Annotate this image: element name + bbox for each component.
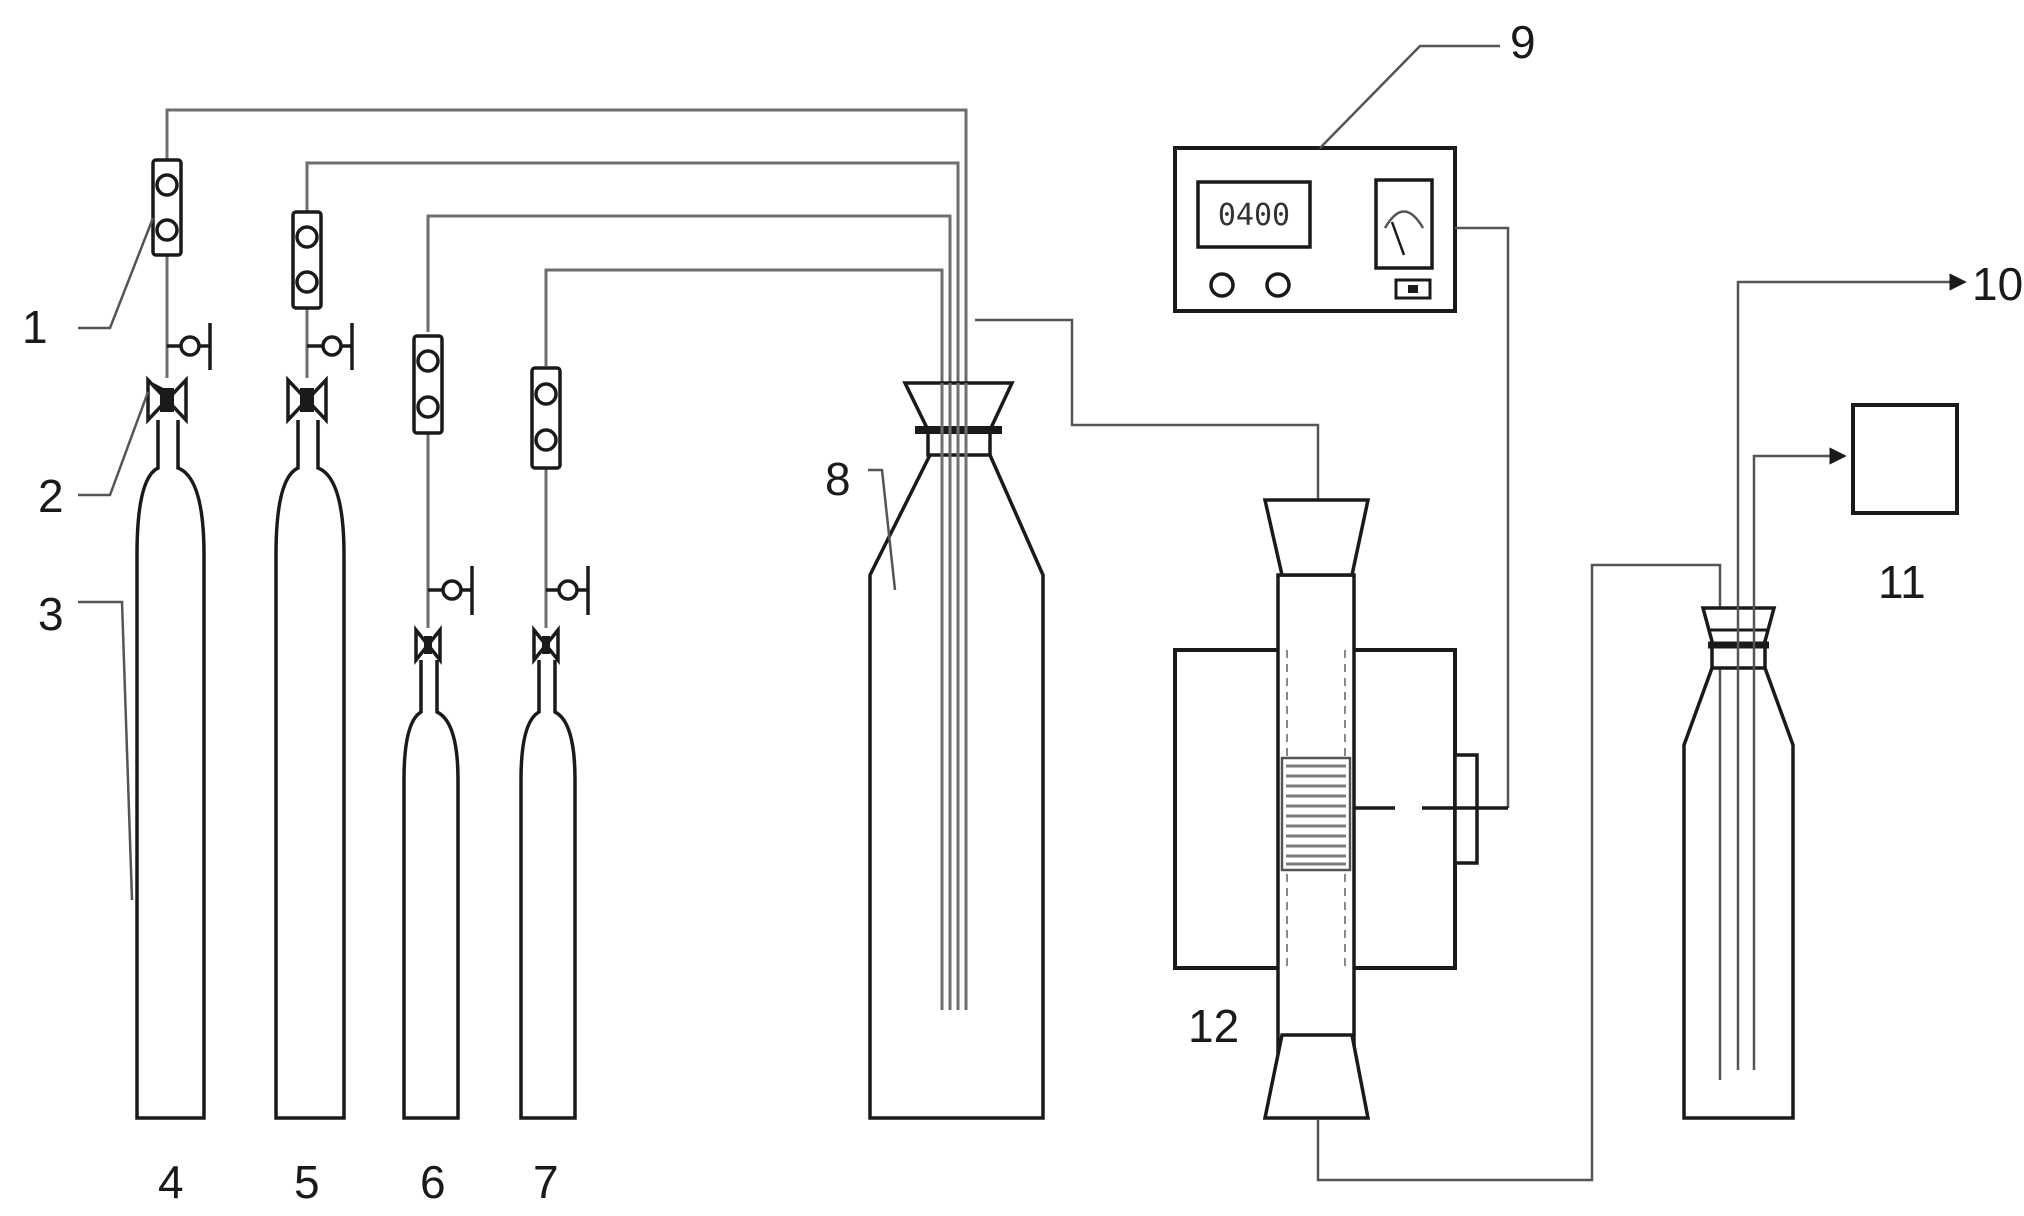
label-6: 6 (420, 1156, 446, 1208)
gas-cylinder-4 (135, 420, 206, 1120)
analyzer-box (1851, 403, 1959, 515)
label-11: 11 (1878, 556, 1926, 608)
cylinder-valve-6 (414, 625, 442, 665)
cylinder-valve-4 (146, 375, 188, 425)
label-2: 2 (38, 470, 64, 522)
bottle-outlet-line (975, 318, 1320, 530)
gas-line-cylinder-7 (544, 268, 944, 1010)
power-controller: 0400 (1173, 146, 1457, 313)
vent-line (1736, 273, 1967, 1070)
label-3: 3 (38, 588, 64, 640)
control-knob-left (1209, 272, 1235, 298)
label-10: 10 (1972, 258, 2023, 310)
label-8: 8 (825, 453, 851, 505)
analyzer-line (1752, 447, 1847, 1070)
reactor-top-cone (1262, 498, 1371, 577)
gas-lines (165, 108, 968, 1010)
callout-labels: 1 2 3 4 5 6 7 8 9 10 11 12 (22, 16, 2023, 1208)
flow-meter-cylinder-7 (530, 366, 562, 470)
needle-valve-cylinder-5 (307, 323, 354, 370)
control-knob-right (1265, 272, 1291, 298)
bottle-tubes (940, 383, 968, 1010)
label-4: 4 (158, 1156, 184, 1208)
cylinder-valve-5 (286, 375, 328, 425)
digital-display (1196, 180, 1312, 249)
needle-valve-cylinder-6 (428, 566, 474, 615)
label-1: 1 (22, 301, 48, 353)
label-7: 7 (533, 1156, 559, 1208)
flow-meter-cylinder-6 (412, 334, 444, 435)
flow-meter-cylinder-5 (291, 210, 323, 310)
needle-valve-cylinder-7 (546, 566, 590, 615)
label-9: 9 (1510, 16, 1536, 68)
gas-cylinder-7 (519, 660, 577, 1120)
label-12: 12 (1188, 1000, 1239, 1052)
gas-cylinder-6 (402, 660, 460, 1120)
mixing-bottle (868, 381, 1045, 1120)
needle-valve-cylinder-4 (167, 323, 212, 370)
flow-meter-cylinder-4 (151, 158, 183, 257)
leader-lines (78, 44, 1500, 901)
reactor-bottom-cone (1262, 1033, 1371, 1120)
controller-wire (1455, 226, 1510, 808)
reactor-furnace (1173, 498, 1508, 1120)
display-value: 0400 (1218, 198, 1290, 233)
label-5: 5 (294, 1156, 320, 1208)
gas-cylinder-5 (274, 420, 346, 1120)
gas-line-cylinder-4 (165, 108, 968, 1010)
cylinder-valve-7 (532, 625, 560, 665)
